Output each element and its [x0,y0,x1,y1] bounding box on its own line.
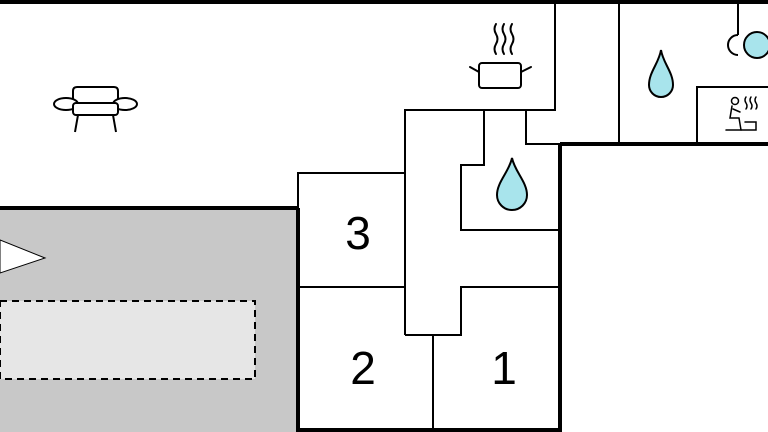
corridor-wall [405,286,560,336]
round-window-icon [727,31,768,59]
water-drop-icon [647,49,675,98]
sauna-box [696,86,768,144]
entrance-arrow-icon [0,239,47,274]
cooking-pot-icon [469,23,532,89]
water-drop-icon [495,157,529,211]
bathroom-wall [460,110,560,231]
room-number-3: 3 [345,207,371,259]
sauna-icon [725,96,758,131]
room-number-2: 2 [350,342,376,394]
outdoor-area [0,206,298,432]
kitchen-wall [297,2,556,210]
room-number-1: 1 [491,342,517,394]
terrace [0,300,256,380]
hall-wall [525,110,560,145]
sofa-icon [53,86,138,133]
interior-walls [297,2,768,430]
